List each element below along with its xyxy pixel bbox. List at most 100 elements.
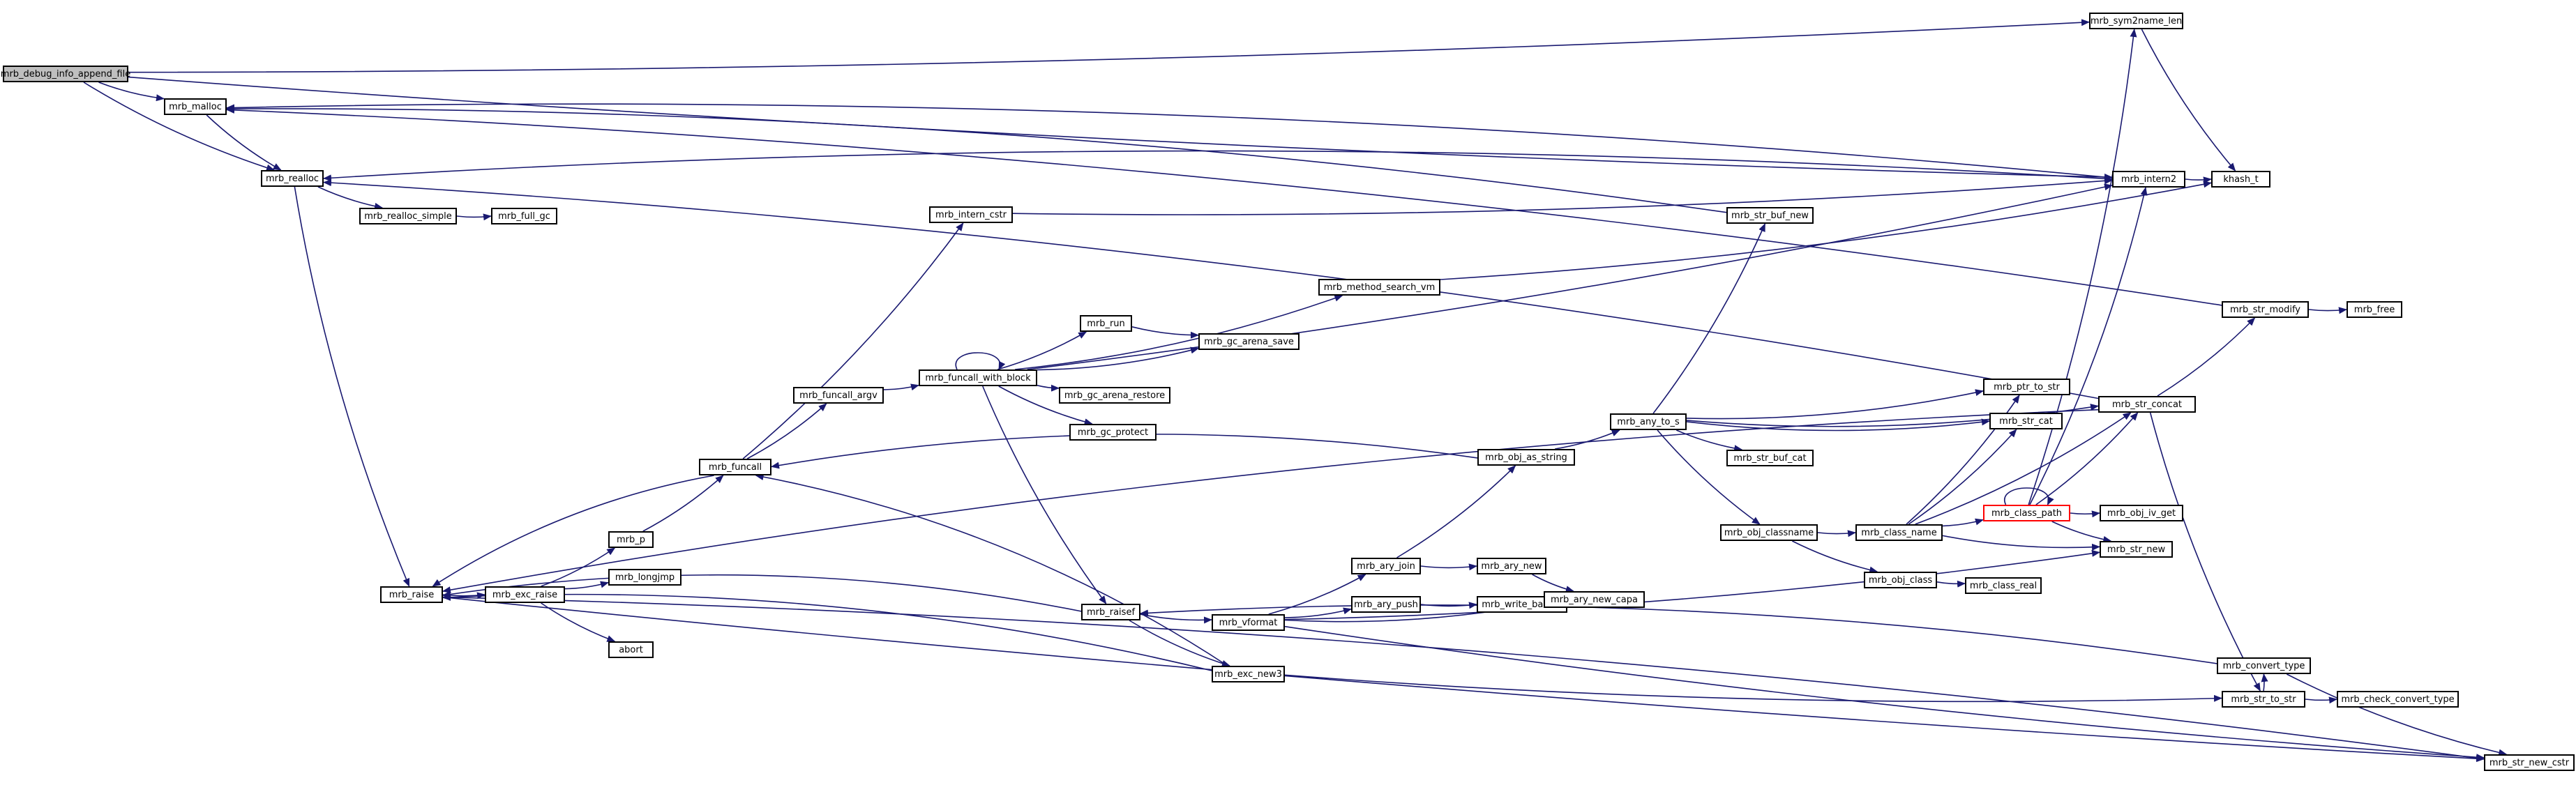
- node-longjmp[interactable]: mrb_longjmp: [608, 569, 681, 586]
- edge-exc-raise-to-abort: [541, 602, 616, 642]
- edge-obj-classname-to-obj-class: [1791, 540, 1878, 574]
- node-ary-new[interactable]: mrb_ary_new: [1477, 558, 1546, 574]
- edge-funcall-argv-to-funcall-with-block: [883, 383, 919, 391]
- edge-realloc-to-raise: [294, 186, 410, 587]
- edge-str-modify-to-malloc: [226, 106, 2222, 306]
- edge-realloc-simple-to-full-gc: [456, 213, 492, 221]
- edge-any-to-s-to-ptr-to-str: [1686, 389, 1984, 420]
- edge-root-to-malloc: [98, 82, 165, 102]
- node-class-path[interactable]: mrb_class_path: [1983, 505, 2070, 521]
- node-raise[interactable]: mrb_raise: [380, 586, 443, 603]
- node-run[interactable]: mrb_run: [1080, 315, 1132, 332]
- edge-root-to-realloc: [83, 82, 275, 171]
- edge-root-to-sym2name-len: [128, 19, 2090, 73]
- edge-funcall-with-block-to-raisef: [982, 386, 1107, 604]
- edge-class-name-to-str-new: [1942, 535, 2100, 551]
- node-funcall-with-block[interactable]: mrb_funcall_with_block: [919, 369, 1037, 386]
- node-obj-iv-get[interactable]: mrb_obj_iv_get: [2100, 505, 2183, 521]
- node-ptr-to-str[interactable]: mrb_ptr_to_str: [1983, 379, 2070, 395]
- node-str-new-cstr[interactable]: mrb_str_new_cstr: [2484, 754, 2575, 771]
- edge-intern2-to-khash-t: [2185, 176, 2212, 184]
- edge-vformat-to-ary-join: [1268, 574, 1366, 615]
- node-obj-class[interactable]: mrb_obj_class: [1864, 572, 1937, 588]
- node-method-search-vm[interactable]: mrb_method_search_vm: [1318, 279, 1440, 296]
- node-abort[interactable]: abort: [608, 641, 654, 658]
- edge-funcall-with-block-to-gc-arena-save: [1037, 346, 1199, 371]
- node-str-concat[interactable]: mrb_str_concat: [2098, 396, 2196, 413]
- edge-class-name-to-class-path: [1942, 518, 1984, 527]
- node-full-gc[interactable]: mrb_full_gc: [491, 208, 557, 224]
- edge-root-to-intern2: [128, 76, 2113, 181]
- node-ary-new-capa[interactable]: mrb_ary_new_capa: [1544, 591, 1645, 608]
- node-vformat[interactable]: mrb_vformat: [1212, 614, 1285, 631]
- edge-class-name-to-str-cat: [1908, 429, 2017, 525]
- node-raisef[interactable]: mrb_raisef: [1081, 604, 1140, 620]
- node-str-cat[interactable]: mrb_str_cat: [1989, 413, 2063, 429]
- edge-any-to-s-to-obj-classname: [1657, 429, 1761, 525]
- node-intern2[interactable]: mrb_intern2: [2112, 171, 2185, 188]
- edge-run-to-gc-arena-save: [1131, 326, 1199, 339]
- node-sym2name-len[interactable]: mrb_sym2name_len: [2089, 13, 2183, 29]
- edge-realloc-to-realloc-simple: [317, 186, 384, 210]
- node-class-real[interactable]: mrb_class_real: [1965, 577, 2042, 594]
- edge-ary-new-to-ary-new-capa: [1532, 574, 1574, 593]
- edge-obj-classname-to-class-name: [1817, 530, 1856, 537]
- node-ary-push[interactable]: mrb_ary_push: [1351, 596, 1421, 613]
- node-convert-type[interactable]: mrb_convert_type: [2217, 657, 2311, 674]
- node-obj-as-string[interactable]: mrb_obj_as_string: [1477, 449, 1575, 466]
- node-ary-join[interactable]: mrb_ary_join: [1351, 558, 1421, 574]
- node-check-convert-type[interactable]: mrb_check_convert_type: [2337, 691, 2459, 708]
- node-str-new[interactable]: mrb_str_new: [2100, 541, 2173, 558]
- edge-class-path-to-class-path: [2004, 487, 2054, 505]
- node-exc-raise[interactable]: mrb_exc_raise: [485, 586, 565, 603]
- node-any-to-s[interactable]: mrb_any_to_s: [1610, 413, 1687, 430]
- edge-str-to-str-to-check-convert-type: [2305, 696, 2337, 704]
- node-exc-new3[interactable]: mrb_exc_new3: [1212, 666, 1285, 682]
- edge-obj-class-to-class-real: [1936, 580, 1966, 588]
- node-funcall-argv[interactable]: mrb_funcall_argv: [793, 387, 884, 404]
- node-funcall[interactable]: mrb_funcall: [699, 459, 771, 475]
- node-khash-t[interactable]: khash_t: [2211, 171, 2270, 188]
- edge-vformat-to-str-new: [1284, 549, 2100, 620]
- node-realloc-simple[interactable]: mrb_realloc_simple: [359, 208, 457, 224]
- edge-funcall-to-intern-cstr: [742, 222, 964, 459]
- edge-convert-type-to-raisef: [1140, 604, 2217, 664]
- node-p[interactable]: mrb_p: [608, 531, 654, 548]
- node-malloc[interactable]: mrb_malloc: [164, 98, 227, 115]
- node-str-buf-new[interactable]: mrb_str_buf_new: [1726, 207, 1814, 224]
- edge-any-to-s-to-str-buf-cat: [1675, 429, 1743, 452]
- edge-funcall-with-block-to-intern2: [1027, 183, 2113, 370]
- edge-any-to-s-to-str-buf-new: [1652, 223, 1766, 414]
- edge-funcall-to-funcall-argv: [746, 403, 827, 459]
- edge-exc-raise-to-longjmp: [564, 581, 609, 590]
- node-str-to-str[interactable]: mrb_str_to_str: [2222, 691, 2305, 708]
- edge-funcall-with-block-to-gc-arena-restore: [1037, 384, 1060, 392]
- node-intern-cstr[interactable]: mrb_intern_cstr: [929, 206, 1013, 223]
- node-str-buf-cat[interactable]: mrb_str_buf_cat: [1726, 450, 1814, 466]
- node-class-name[interactable]: mrb_class_name: [1855, 524, 1943, 541]
- edge-str-concat-to-str-modify: [2157, 317, 2256, 397]
- edge-sym2name-len-to-khash-t: [2141, 29, 2236, 171]
- node-free[interactable]: mrb_free: [2347, 301, 2402, 318]
- node-str-modify[interactable]: mrb_str_modify: [2222, 301, 2309, 318]
- node-realloc[interactable]: mrb_realloc: [261, 170, 324, 187]
- node-gc-protect[interactable]: mrb_gc_protect: [1069, 424, 1157, 441]
- edge-intern2-to-realloc: [323, 150, 2113, 182]
- edge-ary-join-to-ary-new: [1420, 563, 1477, 571]
- edge-class-path-to-str-new: [2051, 521, 2112, 543]
- edge-funcall-with-block-to-method-search-vm: [1015, 294, 1343, 370]
- node-gc-arena-restore[interactable]: mrb_gc_arena_restore: [1059, 387, 1170, 404]
- edge-funcall-with-block-to-gc-protect: [998, 386, 1093, 425]
- edge-p-to-funcall: [642, 475, 724, 532]
- edge-malloc-to-realloc: [206, 114, 282, 171]
- node-obj-classname[interactable]: mrb_obj_classname: [1720, 524, 1818, 541]
- node-gc-arena-save[interactable]: mrb_gc_arena_save: [1198, 333, 1300, 350]
- edge-exc-new3-to-funcall: [755, 473, 1228, 666]
- edge-ary-join-to-obj-as-string: [1396, 465, 1516, 558]
- edge-str-concat-to-str-to-str: [2149, 412, 2261, 692]
- edge-raise-to-str-new-cstr: [442, 596, 2485, 763]
- edge-class-path-to-obj-iv-get: [2070, 510, 2100, 518]
- edge-vformat-to-str-new-cstr: [1284, 625, 2485, 761]
- edge-str-modify-to-free: [2308, 307, 2347, 314]
